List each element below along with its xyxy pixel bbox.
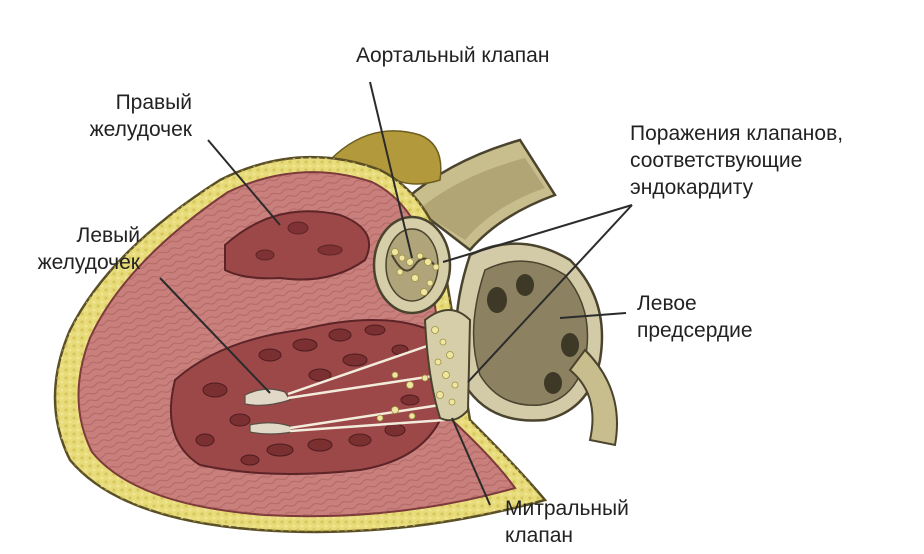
leader-line-left-atrium — [559, 312, 627, 319]
leader-lines — [159, 81, 633, 506]
leader-line-left-ventricle — [159, 277, 271, 394]
leader-line-lesions-aortic — [442, 204, 633, 263]
right-ventricle-cavity — [224, 210, 370, 281]
leader-line-mitral-valve — [451, 417, 491, 506]
label-mitral-valve: Митральный клапан — [505, 497, 629, 547]
label-aortic-valve: Аортальный клапан — [356, 44, 550, 67]
leader-line-right-ventricle — [207, 139, 281, 226]
label-left-atrium: Левое предсердие — [637, 292, 753, 342]
left-ventricle-cavity — [169, 319, 445, 475]
leader-line-aortic-valve — [369, 81, 413, 259]
label-left-ventricle: Левый желудочек — [37, 224, 140, 274]
left-atrium — [454, 242, 618, 447]
mitral-valve — [376, 309, 472, 422]
chordae-tendineae — [244, 343, 446, 435]
label-valve-lesions: Поражения клапанов, соответствующие эндо… — [630, 122, 844, 199]
leader-line-lesions-mitral — [467, 204, 633, 383]
aortic-valve — [372, 215, 452, 315]
label-right-ventricle: Правый желудочек — [89, 91, 192, 141]
